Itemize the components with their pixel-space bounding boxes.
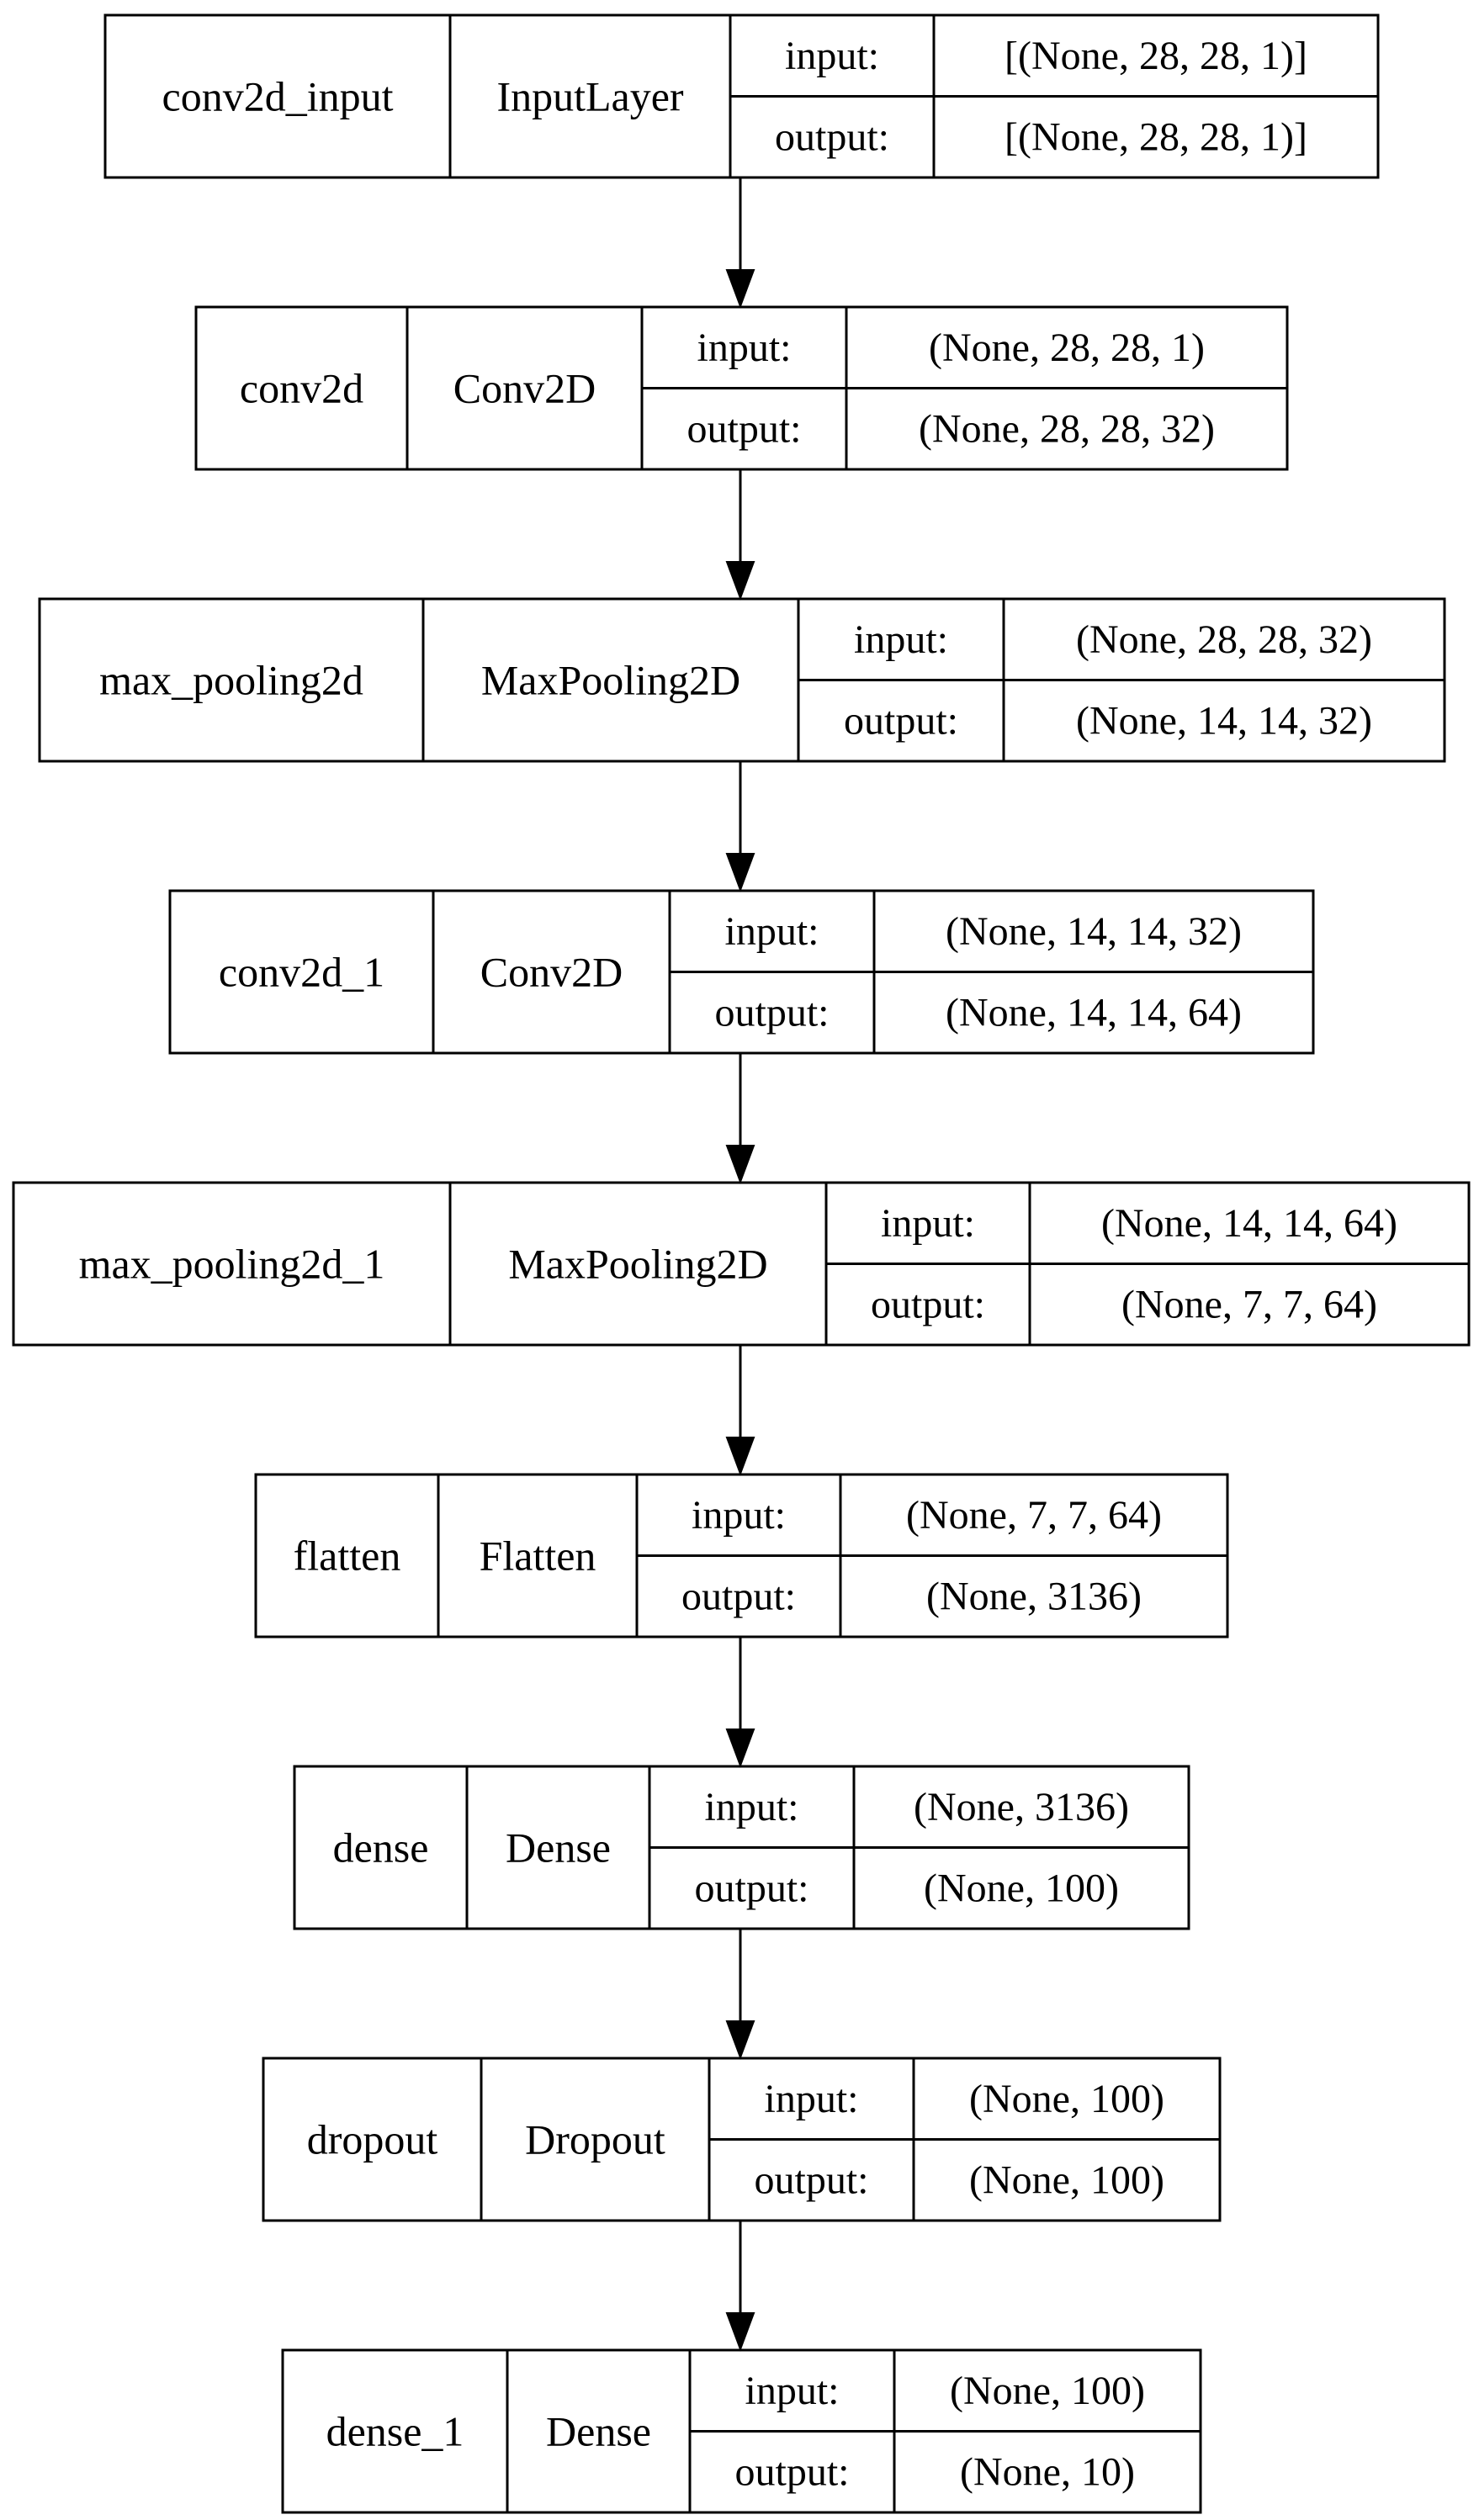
output-label: output: [871, 1282, 985, 1326]
layer-name: dense_1 [326, 2408, 464, 2455]
edge-arrow [725, 761, 755, 892]
output-label: output: [686, 406, 801, 451]
edge-arrow [725, 469, 755, 601]
layer-type: Dense [506, 1824, 611, 1871]
input-label: input: [785, 34, 879, 78]
layer-name: conv2d_1 [219, 949, 384, 996]
edge-arrow [725, 1637, 755, 1768]
layer-name: dropout [307, 2116, 438, 2163]
input-label: input: [764, 2077, 858, 2121]
input-label: input: [697, 326, 791, 370]
layer-node-conv2d: conv2d Conv2D input: output: (None, 28, 28, … [194, 305, 1289, 471]
edge-arrow [725, 1345, 755, 1476]
layer-node-conv2d_1: conv2d_1 Conv2D input: output: (None, 14, 14… [168, 889, 1315, 1055]
input-label: input: [724, 909, 819, 954]
output-label: output: [734, 2449, 849, 2494]
arrow-head [725, 1437, 755, 1476]
layer-node-dense: dense Dense input: output: (None, 3136) (None… [293, 1765, 1190, 1930]
input-shape: (None, 7, 7, 64) [906, 1493, 1162, 1538]
arrow-head [725, 1729, 755, 1768]
arrow-head [725, 2020, 755, 2060]
output-shape: (None, 28, 28, 32) [919, 406, 1215, 451]
layer-type: InputLayer [496, 73, 683, 120]
input-label: input: [704, 1785, 798, 1829]
layer-type: Conv2D [480, 949, 623, 996]
arrow-head [725, 561, 755, 601]
layer-type: Dense [546, 2408, 651, 2455]
arrow-head [725, 2312, 755, 2352]
edges [725, 177, 755, 2352]
output-shape: (None, 100) [924, 1866, 1119, 1910]
layer-name: flatten [294, 1533, 401, 1580]
output-label: output: [844, 698, 958, 743]
layer-name: max_pooling2d_1 [79, 1241, 385, 1288]
layer-type: MaxPooling2D [508, 1241, 767, 1288]
output-label: output: [694, 1866, 808, 1910]
layer-type: MaxPooling2D [481, 657, 740, 704]
layer-node-max_pooling2d: max_pooling2d MaxPooling2D input: output: (N… [38, 597, 1446, 763]
input-label: input: [854, 617, 948, 662]
input-shape: (None, 28, 28, 32) [1076, 617, 1372, 662]
layer-name: dense [333, 1824, 429, 1871]
arrow-head [725, 269, 755, 309]
layer-name: conv2d_input [162, 73, 394, 120]
arrow-head [725, 853, 755, 892]
input-label: input: [881, 1201, 975, 1246]
input-shape: (None, 100) [969, 2077, 1164, 2121]
layer-node-conv2d_input: conv2d_input InputLayer input: output: [(Non… [103, 13, 1380, 179]
output-shape: (None, 14, 14, 64) [946, 990, 1242, 1035]
input-label: input: [745, 2369, 839, 2413]
output-label: output: [754, 2157, 868, 2202]
output-shape: (None, 14, 14, 32) [1076, 698, 1372, 743]
input-shape: (None, 14, 14, 64) [1101, 1201, 1397, 1246]
arrow-head [725, 1145, 755, 1184]
output-shape: [(None, 28, 28, 1)] [1005, 114, 1307, 159]
layer-type: Dropout [525, 2116, 665, 2163]
layer-nodes: conv2d_input InputLayer input: output: [(Non… [12, 13, 1471, 2514]
layer-node-dense_1: dense_1 Dense input: output: (None, 100) (Non… [281, 2348, 1202, 2514]
input-shape: (None, 100) [950, 2369, 1145, 2413]
layer-node-max_pooling2d_1: max_pooling2d_1 MaxPooling2D input: output:… [12, 1181, 1471, 1347]
layer-node-dropout: dropout Dropout input: output: (None, 100) (N… [262, 2057, 1222, 2222]
output-shape: (None, 100) [969, 2157, 1164, 2202]
output-label: output: [714, 990, 829, 1035]
input-shape: [(None, 28, 28, 1)] [1005, 34, 1307, 78]
output-label: output: [775, 114, 889, 159]
output-shape: (None, 3136) [926, 1574, 1142, 1618]
input-label: input: [692, 1493, 786, 1538]
layer-type: Conv2D [453, 365, 596, 412]
input-shape: (None, 14, 14, 32) [946, 909, 1242, 954]
layer-type: Flatten [480, 1533, 596, 1580]
edge-arrow [725, 177, 755, 309]
edge-arrow [725, 1053, 755, 1184]
layer-node-flatten: flatten Flatten input: output: (None, 7, 7, … [254, 1473, 1229, 1639]
layer-name: max_pooling2d [99, 657, 363, 704]
edge-arrow [725, 2221, 755, 2352]
input-shape: (None, 28, 28, 1) [929, 326, 1205, 370]
output-label: output: [681, 1574, 796, 1618]
output-shape: (None, 10) [960, 2449, 1135, 2494]
output-shape: (None, 7, 7, 64) [1121, 1282, 1377, 1326]
edge-arrow [725, 1929, 755, 2060]
layer-name: conv2d [240, 365, 363, 412]
input-shape: (None, 3136) [914, 1785, 1129, 1829]
